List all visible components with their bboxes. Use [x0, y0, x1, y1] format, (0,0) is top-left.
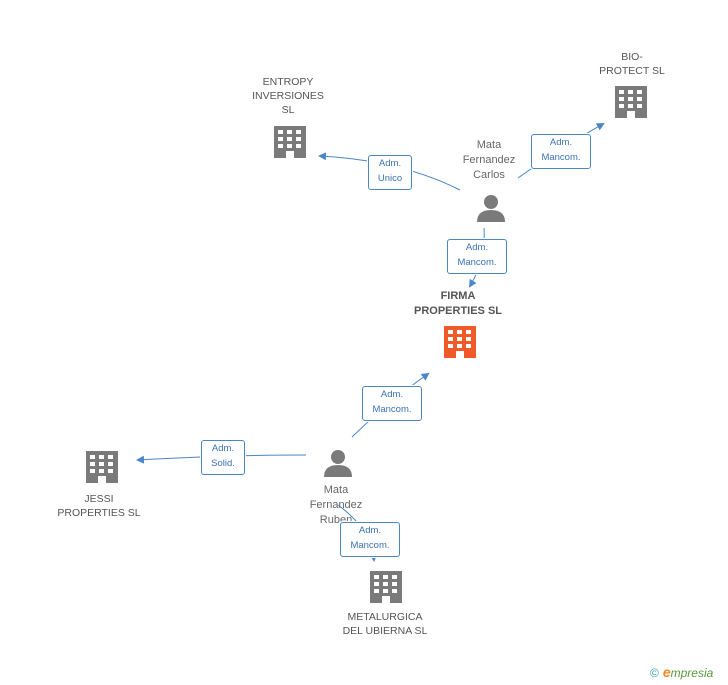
badge-ruben-jessi: Adm. Solid.: [201, 440, 245, 475]
badge-line: Mancom.: [350, 540, 390, 551]
badge-line: Mancom.: [457, 257, 497, 268]
jessi-building-icon[interactable]: [86, 451, 118, 483]
badge-carlos-entropy: Adm. Unico: [368, 155, 412, 190]
badge-line: Mancom.: [372, 404, 412, 415]
copyright-icon: ©: [650, 666, 659, 680]
ruben-person-icon[interactable]: [324, 450, 352, 477]
entropy-label[interactable]: ENTROPY INVERSIONES SL: [252, 76, 324, 116]
badge-line: Solid.: [211, 458, 235, 469]
ruben-label[interactable]: Mata Fernandez Ruben: [309, 484, 363, 526]
badge-ruben-metalurgica: Adm. Mancom.: [340, 522, 400, 557]
entropy-building-icon[interactable]: [274, 126, 306, 158]
firma-building-icon[interactable]: [444, 326, 476, 358]
firma-label[interactable]: FIRMA PROPERTIES SL: [413, 290, 503, 317]
badge-line: Adm.: [358, 525, 382, 536]
badge-carlos-bio: Adm. Mancom.: [531, 134, 591, 169]
badge-line: Adm.: [549, 137, 573, 148]
metalurgica-label[interactable]: METALURGICA DEL UBIERNA SL: [342, 611, 428, 637]
brand-initial: e: [662, 664, 671, 680]
jessi-label[interactable]: JESSI PROPERTIES SL: [57, 493, 141, 519]
badge-line: Adm.: [465, 242, 489, 253]
carlos-label[interactable]: Mata Fernandez Carlos: [462, 139, 516, 181]
badge-ruben-firma: Adm. Mancom.: [362, 386, 422, 421]
bio-label[interactable]: BIO- PROTECT SL: [599, 51, 665, 77]
badge-carlos-firma: Adm. Mancom.: [447, 239, 507, 274]
badge-line: Unico: [377, 173, 403, 184]
badge-line: Adm.: [378, 158, 402, 169]
brand-name: mpresia: [670, 666, 714, 680]
metalurgica-building-icon[interactable]: [370, 571, 402, 603]
badge-line: Adm.: [380, 389, 404, 400]
badge-line: Adm.: [211, 443, 235, 454]
empresia-brand[interactable]: ©empresia: [650, 664, 713, 680]
carlos-person-icon[interactable]: [477, 195, 505, 222]
badge-line: Mancom.: [541, 152, 581, 163]
bio-building-icon[interactable]: [615, 86, 647, 118]
